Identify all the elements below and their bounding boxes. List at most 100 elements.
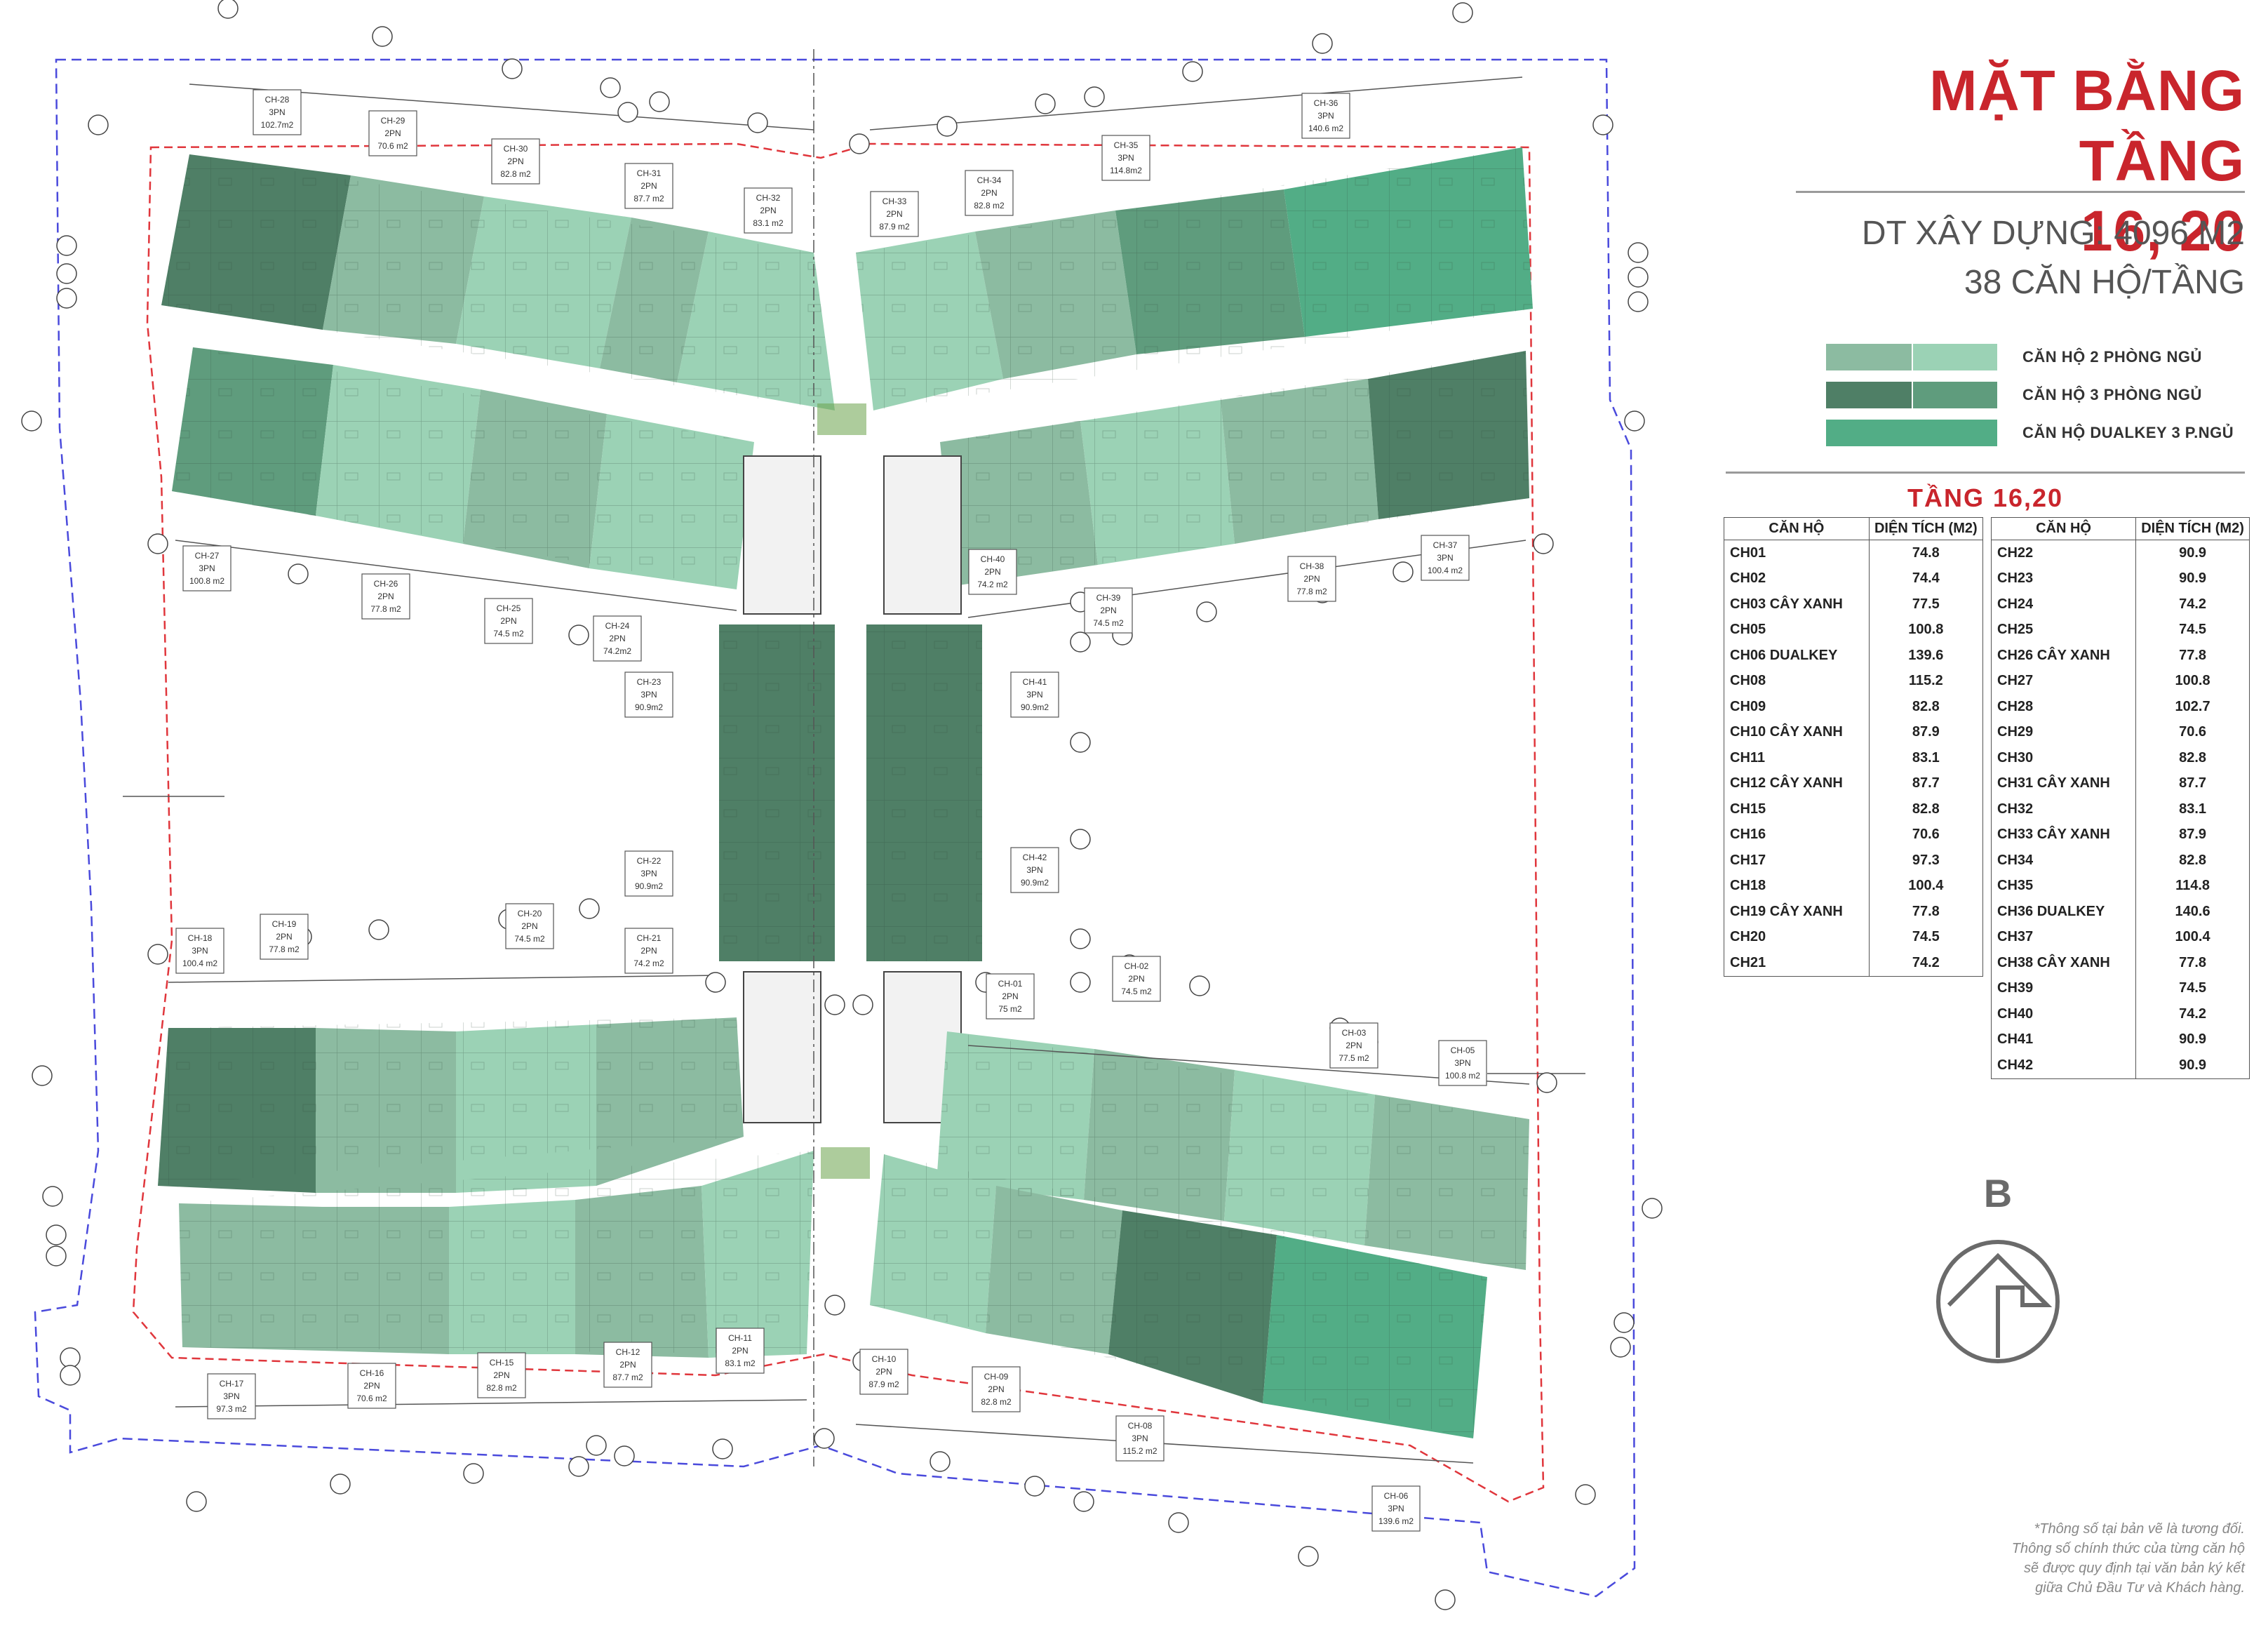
- area-cell: 74.5: [1868, 924, 1984, 950]
- area-cell: 115.2: [1868, 668, 1984, 694]
- unit-label-box: [1371, 1485, 1421, 1532]
- unit-label-type: 3PN: [199, 563, 215, 573]
- unit-cell: CH25: [1990, 617, 2137, 643]
- central-core: [719, 455, 982, 1123]
- unit-label-box: [593, 615, 642, 662]
- unit-label-area: 100.4 m2: [182, 958, 217, 968]
- unit-label-type: 2PN: [363, 1381, 380, 1391]
- unit-label-box: [1112, 956, 1161, 1002]
- area-cell: 87.9: [1868, 719, 1984, 745]
- unit-label-area: 77.8 m2: [370, 604, 401, 614]
- unit-label-id: CH-08: [1128, 1421, 1153, 1431]
- unit-label-id: CH-39: [1096, 593, 1121, 603]
- area-cell: 140.6: [2135, 899, 2250, 925]
- unit-label-area: 82.8 m2: [486, 1383, 517, 1393]
- unit-label-area: 83.1 m2: [753, 218, 784, 228]
- unit-cell: CH17: [1724, 848, 1870, 874]
- unit-label-type: 2PN: [1128, 974, 1144, 984]
- unit-label-type: 3PN: [1388, 1504, 1404, 1513]
- legend-label: CĂN HỘ 2 PHÒNG NGỦ: [2022, 348, 2202, 366]
- units-per-floor: 38 CĂN HỘ/TẦNG: [1964, 264, 2245, 301]
- unit-label-area: 82.8 m2: [981, 1397, 1012, 1407]
- unit-label-area: 74.5 m2: [514, 934, 545, 944]
- unit-cell: CH37: [1990, 924, 2137, 950]
- unit-label-area: 82.8 m2: [974, 201, 1005, 210]
- area-cell: 74.5: [2135, 617, 2250, 643]
- unit-cell: CH20: [1724, 924, 1870, 950]
- unit-cell: CH30: [1990, 745, 2137, 771]
- unit-label-box: [260, 914, 309, 960]
- note-line: giữa Chủ Đầu Tư và Khách hàng.: [2035, 1580, 2245, 1596]
- swatch-part: [1826, 344, 1912, 370]
- unit-label-area: 140.6 m2: [1308, 123, 1343, 133]
- unit-label-id: CH-20: [518, 909, 542, 918]
- col-header-unit: CĂN HỘ: [1990, 517, 2137, 540]
- unit-cell: CH41: [1990, 1027, 2137, 1052]
- area-cell: 74.5: [2135, 975, 2250, 1001]
- col-header-unit: CĂN HỘ: [1724, 517, 1870, 540]
- unit-label-area: 74.5 m2: [1093, 618, 1124, 628]
- area-cell: 70.6: [1868, 822, 1984, 848]
- unit-label-type: 2PN: [732, 1346, 748, 1356]
- unit-label-id: CH-30: [504, 144, 528, 154]
- unit-cell: CH42: [1990, 1052, 2137, 1079]
- area-cell: 74.2: [2135, 1001, 2250, 1027]
- area-cell: 77.8: [2135, 643, 2250, 669]
- unit-label-box: [870, 191, 919, 237]
- unit-label-box: [624, 163, 673, 209]
- unit-label-type: 2PN: [984, 567, 1000, 577]
- area-cell: 83.1: [1868, 745, 1984, 771]
- unit-label-area: 100.8 m2: [189, 576, 224, 586]
- area-cell: 77.5: [1868, 592, 1984, 617]
- unit-label-type: 2PN: [640, 181, 657, 191]
- area-cell: 87.7: [2135, 770, 2250, 796]
- unit-label-type: 2PN: [493, 1370, 509, 1380]
- unit-cell: CH28: [1990, 694, 2137, 720]
- table-header-row: CĂN HỘ DIỆN TÍCH (M2): [1990, 517, 2250, 540]
- unit-label-area: 100.8 m2: [1445, 1071, 1480, 1081]
- unit-label-type: 2PN: [609, 634, 625, 643]
- area-cell: 100.8: [1868, 617, 1984, 643]
- area-cell: 87.7: [1868, 770, 1984, 796]
- area-cell: 82.8: [1868, 796, 1984, 822]
- unit-label-box: [859, 1349, 908, 1395]
- green-patch: [821, 1147, 870, 1179]
- unit-label-area: 74.5 m2: [493, 629, 524, 639]
- unit-label-box: [1421, 535, 1470, 581]
- unit-cell: CH34: [1990, 848, 2137, 874]
- unit-label-type: 2PN: [1346, 1041, 1362, 1050]
- construction-outline: [132, 142, 1545, 1503]
- unit-cell: CH38 CÂY XANH: [1990, 950, 2137, 976]
- unit-cell: CH06 DUALKEY: [1724, 643, 1870, 669]
- area-cell: 83.1: [2135, 796, 2250, 822]
- unit-cell: CH23: [1990, 566, 2137, 592]
- unit-label-type: 2PN: [760, 206, 776, 215]
- unit-label-box: [182, 545, 232, 592]
- unit-label-type: 2PN: [377, 592, 394, 601]
- unit-label-area: 70.6 m2: [356, 1394, 387, 1403]
- table-header-row: CĂN HỘ DIỆN TÍCH (M2): [1724, 517, 1984, 540]
- swatch-part: [1912, 382, 1997, 408]
- unit-label-box: [1329, 1022, 1378, 1069]
- note-line: sẽ được quy định tại văn bản ký kết: [2024, 1561, 2245, 1576]
- site-boundary: [34, 58, 1636, 1598]
- legend-item-3-bed: CĂN HỘ 3 PHÒNG NGỦ: [1826, 380, 2245, 410]
